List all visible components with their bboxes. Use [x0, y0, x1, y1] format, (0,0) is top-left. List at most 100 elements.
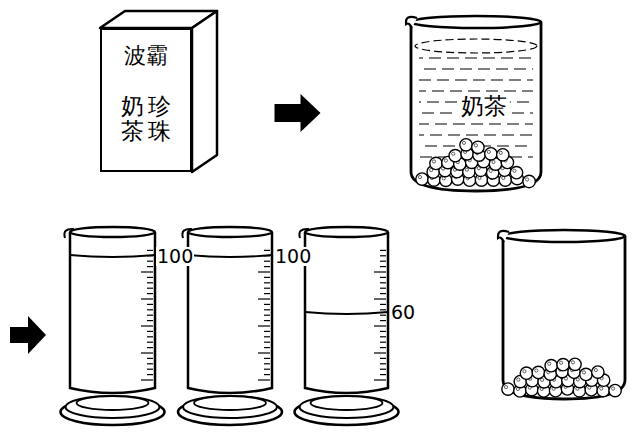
scale-tick — [264, 293, 270, 294]
block-arrow — [10, 316, 46, 354]
scale-tick — [147, 282, 153, 283]
scale-tick — [141, 271, 153, 272]
pearl — [520, 367, 532, 379]
scale-tick — [147, 369, 153, 370]
pearl — [609, 384, 621, 396]
pearl — [532, 366, 544, 378]
pearl — [545, 359, 557, 371]
box-label: 奶茶 — [121, 94, 144, 145]
pearl-shine — [418, 175, 421, 178]
scale-tick — [264, 358, 270, 359]
cylinder-base — [77, 396, 149, 410]
pearl — [523, 175, 535, 187]
pearl — [510, 167, 522, 179]
scale-tick — [380, 288, 386, 289]
scale-tick — [380, 347, 386, 348]
cylinder-base — [300, 396, 394, 418]
pearl-shine — [535, 369, 538, 372]
beaker-with-pearls — [498, 230, 625, 399]
scale-tick — [147, 261, 153, 262]
cylinder-base — [311, 396, 383, 410]
pearl-shine — [594, 368, 597, 371]
pearl-shine — [462, 141, 465, 144]
scale-tick — [147, 331, 153, 332]
scale-tick — [141, 379, 153, 380]
cylinder-rim — [188, 227, 272, 237]
scale-tick — [258, 271, 270, 272]
pearl-shine — [612, 387, 615, 390]
liquid-dash — [419, 68, 533, 69]
scale-tick — [380, 315, 386, 316]
cylinder-rim — [70, 227, 155, 237]
scale-tick — [374, 298, 386, 299]
scale-tick — [147, 250, 153, 251]
scale-tick — [380, 331, 386, 332]
scale-tick — [380, 304, 386, 305]
scale-tick — [147, 320, 153, 321]
scale-tick — [147, 347, 153, 348]
scale-tick — [374, 325, 386, 326]
scale-tick — [264, 369, 270, 370]
scale-reading: 100 — [274, 247, 312, 266]
box-side-face — [192, 11, 217, 172]
liquid-level — [305, 312, 388, 314]
scale-tick — [380, 309, 386, 310]
liquid-dash — [419, 79, 533, 80]
scale-tick — [147, 288, 153, 289]
scale-tick — [147, 277, 153, 278]
scale-tick — [380, 277, 386, 278]
beaker-outline — [503, 236, 625, 399]
scale-tick — [264, 304, 270, 305]
pearl — [580, 368, 592, 380]
pearl-shine — [582, 371, 585, 374]
pearl-shine — [452, 152, 455, 155]
scale-tick — [380, 282, 386, 283]
scale-tick — [141, 298, 153, 299]
scale-tick — [264, 363, 270, 364]
pearl-shine — [600, 387, 603, 390]
box-label: 波霸 — [124, 44, 168, 68]
beaker-spout — [406, 17, 417, 28]
scale-tick — [147, 304, 153, 305]
liquid-dash — [419, 90, 533, 91]
block-arrow — [275, 94, 321, 132]
pearl — [449, 150, 461, 162]
scale-tick — [264, 374, 270, 375]
cylinder-body — [305, 232, 388, 393]
scale-tick — [264, 288, 270, 289]
scale-tick — [264, 331, 270, 332]
pearl-shine — [492, 160, 495, 163]
pearl — [569, 358, 581, 370]
pearl-shine — [504, 386, 507, 389]
scale-tick — [258, 298, 270, 299]
pearl-shine — [474, 144, 477, 147]
pearl — [497, 149, 509, 161]
scale-tick — [258, 352, 270, 353]
pearl-shine — [517, 378, 520, 381]
cylinder-spout — [182, 229, 192, 238]
cylinder-body — [70, 232, 155, 393]
scale-tick — [374, 352, 386, 353]
scale-tick — [264, 250, 270, 251]
pearl-shine — [499, 151, 502, 154]
scale-tick — [258, 325, 270, 326]
scale-reading: 100 — [156, 247, 194, 266]
scale-tick — [380, 358, 386, 359]
scale-tick — [380, 250, 386, 251]
pearl — [592, 366, 604, 378]
beaker: 奶茶 — [403, 8, 549, 194]
scale-tick — [147, 342, 153, 343]
liquid-dash — [419, 57, 533, 58]
pearl-shine — [548, 362, 551, 365]
scale-tick — [380, 363, 386, 364]
package-box: 波霸奶茶珍珠 — [100, 28, 192, 172]
scale-tick — [147, 309, 153, 310]
scale-tick — [374, 379, 386, 380]
scale-tick — [380, 261, 386, 262]
scale-tick — [264, 347, 270, 348]
scale-tick — [264, 320, 270, 321]
pearl — [430, 157, 442, 169]
cylinder-base — [194, 396, 266, 410]
